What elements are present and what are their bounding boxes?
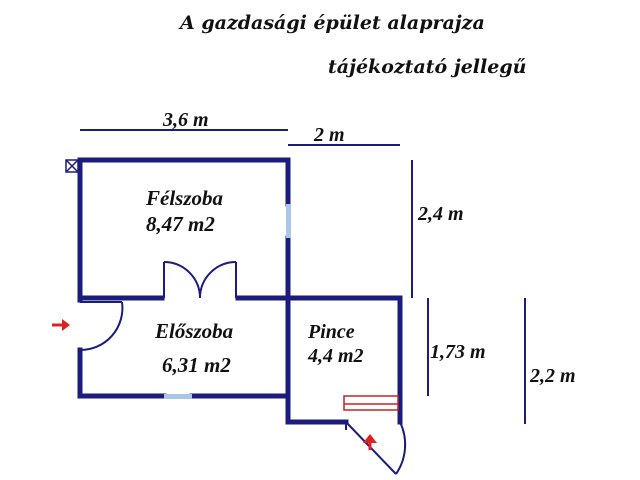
room-name-eloszoba: Előszoba (154, 319, 233, 343)
dim-label-right-lower: 1,73 m (430, 341, 486, 363)
room-name-pince: Pince (307, 321, 355, 343)
dim-label-far-right: 2,2 m (529, 365, 576, 387)
double-door (163, 261, 237, 299)
windows (164, 204, 291, 399)
walls (77, 157, 403, 425)
entrance-door (79, 301, 124, 352)
chimney-icon (65, 159, 79, 173)
room-name-felszoba: Félszoba (145, 186, 223, 210)
pince-door (345, 421, 407, 475)
room-area-felszoba: 8,47 m2 (146, 212, 215, 236)
dim-label-top: 3,6 m (162, 109, 209, 131)
window-felszoba (286, 204, 291, 238)
room-area-eloszoba: 6,31 m2 (162, 353, 231, 377)
plan-title: A gazdasági épület alaprajza (180, 12, 485, 34)
dimension-lines (80, 129, 526, 424)
stairs (343, 395, 399, 411)
window-eloszoba (164, 394, 192, 399)
room-area-pince: 4,4 m2 (307, 345, 364, 367)
plan-subtitle: tájékoztató jellegű (328, 56, 527, 78)
dim-label-right-upper: 2,4 m (417, 203, 464, 225)
up-arrow-icon (363, 434, 377, 450)
entrance-arrow-icon (52, 319, 70, 331)
dim-label-top-right: 2 m (313, 124, 345, 146)
